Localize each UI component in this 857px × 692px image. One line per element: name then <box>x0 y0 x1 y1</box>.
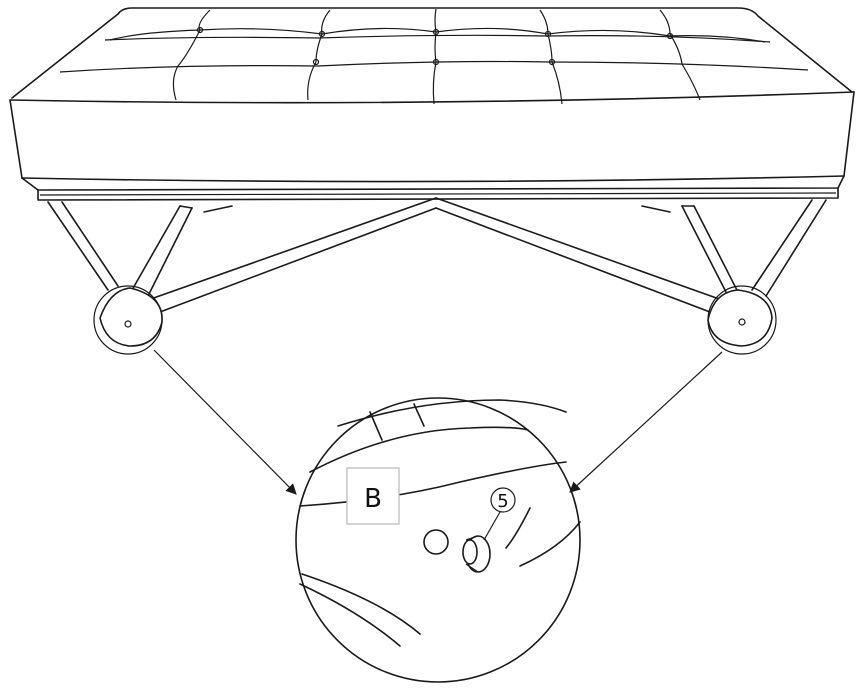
detail-view: 5 B <box>295 397 581 683</box>
bolt-hole <box>423 529 449 555</box>
part-number-label: 5 <box>497 491 508 512</box>
plug-cap-part <box>462 535 491 573</box>
right-detail-marker <box>707 285 777 355</box>
left-detail-marker <box>93 285 163 355</box>
right-leader-arrow <box>569 351 723 493</box>
left-leader-arrow <box>153 349 297 495</box>
detail-circle <box>295 397 581 683</box>
detail-label: B <box>364 484 382 514</box>
part-number-balloon <box>490 487 516 513</box>
detail-label-box <box>346 467 400 525</box>
bench-cushion <box>9 7 855 183</box>
bench-illustration <box>9 7 855 355</box>
right-foot <box>707 289 773 347</box>
bench-x-frame <box>47 197 827 313</box>
